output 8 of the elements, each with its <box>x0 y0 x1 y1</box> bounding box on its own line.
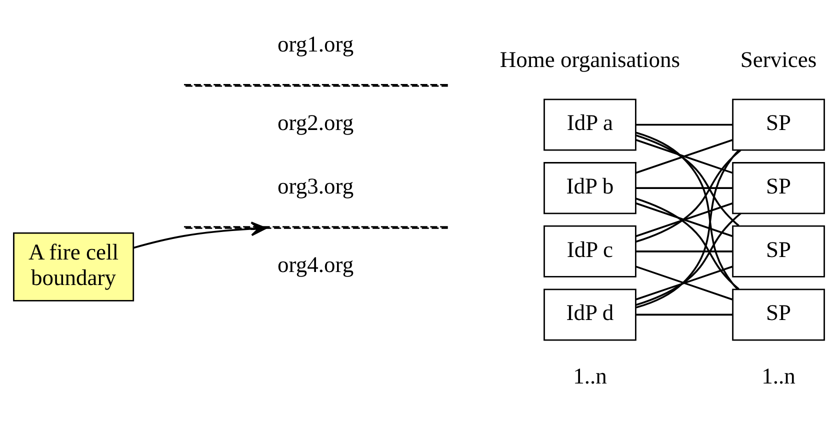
label: Services <box>740 46 817 72</box>
label: 1..n <box>762 363 796 388</box>
label: org2.org <box>278 110 354 136</box>
label: org4.org <box>278 252 354 278</box>
label: 1..n <box>573 363 607 388</box>
label: org1.org <box>278 31 354 56</box>
label: org3.org <box>278 173 354 198</box>
label: Home organisations <box>500 46 680 72</box>
